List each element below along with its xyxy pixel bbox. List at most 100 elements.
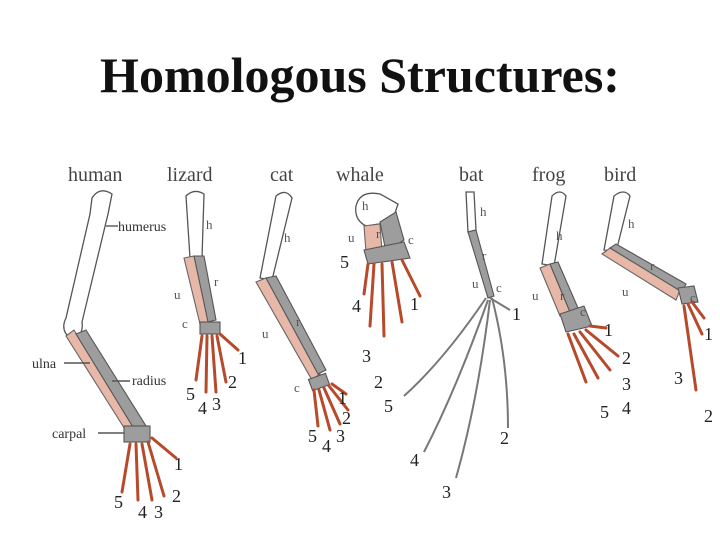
- bat-label-h: h: [480, 204, 487, 219]
- human-digit-3: 3: [154, 502, 163, 522]
- frog-digits-shape: [566, 324, 620, 384]
- slide-title: Homologous Structures:: [100, 47, 620, 103]
- whale-digit-5: 5: [340, 252, 349, 272]
- bat-humerus-shape: [465, 191, 477, 233]
- whale-label-h: h: [362, 198, 369, 213]
- species-frog: frog: [532, 164, 565, 186]
- human-digits-shape: [120, 436, 178, 502]
- frog-digit-5: 5: [600, 402, 609, 422]
- species-human: human: [68, 164, 122, 186]
- bat-label-r: r: [482, 248, 487, 263]
- frog-label-u: u: [532, 288, 539, 303]
- lizard-carpal-shape: [199, 321, 221, 335]
- bird-digit-1: 1: [704, 324, 713, 344]
- cat-limb: h r u c 1 2 3 4 5: [255, 191, 351, 456]
- bat-digit-2: 2: [500, 428, 509, 448]
- lizard-digit-3: 3: [212, 394, 221, 414]
- frog-label-r: r: [560, 288, 565, 303]
- bird-label-h: h: [628, 216, 635, 231]
- lizard-digits-shape: [194, 332, 240, 394]
- lizard-label-u: u: [174, 287, 181, 302]
- human-digit-5: 5: [114, 492, 123, 512]
- bird-humerus-shape: [603, 191, 631, 253]
- bird-label-r: r: [650, 258, 655, 273]
- bird-radius-shape: [608, 243, 687, 293]
- whale-digit-4: 4: [352, 296, 361, 316]
- label-radius: radius: [132, 374, 166, 389]
- lizard-digit-1: 1: [238, 348, 247, 368]
- label-humerus: humerus: [118, 220, 166, 235]
- whale-digit-2: 2: [374, 372, 383, 392]
- human-limb: humerus ulna radius carpal 1 2 3 4 5: [32, 190, 183, 522]
- cat-label-u: u: [262, 326, 269, 341]
- species-lizard: lizard: [167, 164, 213, 186]
- bat-digit-4: 4: [410, 450, 419, 470]
- frog-label-h: h: [556, 228, 563, 243]
- cat-humerus-shape: [259, 191, 293, 281]
- species-bat: bat: [459, 164, 484, 186]
- whale-digit-1: 1: [410, 294, 419, 314]
- label-ulna: ulna: [32, 357, 57, 372]
- bird-digits-shape: [682, 300, 706, 392]
- whale-carpal-shape: [363, 241, 411, 265]
- species-cat: cat: [270, 164, 294, 186]
- frog-humerus-shape: [541, 191, 567, 267]
- whale-label-u: u: [348, 230, 355, 245]
- frog-digit-3: 3: [622, 374, 631, 394]
- lizard-digit-2: 2: [228, 372, 237, 392]
- bat-digit-5-bone: [403, 297, 487, 397]
- frog-label-c: c: [580, 304, 586, 319]
- human-digit-1: 1: [174, 454, 183, 474]
- cat-label-r: r: [296, 314, 301, 329]
- bird-digit-3: 3: [674, 368, 683, 388]
- bat-label-u: u: [472, 276, 479, 291]
- bat-digit-1: 1: [512, 304, 521, 324]
- lizard-label-c: c: [182, 316, 188, 331]
- cat-digit-5: 5: [308, 426, 317, 446]
- bat-label-c: c: [496, 280, 502, 295]
- human-digit-2: 2: [172, 486, 181, 506]
- cat-digits-shape: [312, 382, 350, 432]
- cat-digit-2: 2: [342, 408, 351, 428]
- frog-limb: h r u c 1 2 3 4 5: [532, 191, 631, 422]
- frog-digit-1: 1: [604, 320, 613, 340]
- bird-label-c: c: [690, 290, 696, 305]
- bird-limb: h r u c 1 2 3: [601, 191, 713, 426]
- cat-digit-3: 3: [336, 426, 345, 446]
- bird-label-u: u: [622, 284, 629, 299]
- species-whale: whale: [336, 164, 384, 186]
- bat-digit-2-bone: [491, 297, 509, 429]
- lizard-humerus-shape: [185, 190, 205, 259]
- whale-radius-shape: [379, 211, 405, 253]
- human-digit-4: 4: [138, 502, 147, 522]
- cat-digit-1: 1: [338, 388, 347, 408]
- cat-ulna-shape: [255, 277, 321, 381]
- whale-label-r: r: [376, 226, 381, 241]
- cat-label-h: h: [284, 230, 291, 245]
- lizard-digit-4: 4: [198, 398, 207, 418]
- whale-digit-3: 3: [362, 346, 371, 366]
- bird-digit-2: 2: [704, 406, 713, 426]
- cat-label-c: c: [294, 380, 300, 395]
- bat-radius-shape: [467, 229, 495, 299]
- bat-digit-3: 3: [442, 482, 451, 502]
- frog-digit-2: 2: [622, 348, 631, 368]
- cat-digit-4: 4: [322, 436, 331, 456]
- human-carpal-shape: [123, 425, 151, 443]
- bat-digit-4-bone: [423, 299, 489, 453]
- human-humerus-shape: [63, 190, 113, 339]
- whale-label-c: c: [408, 232, 414, 247]
- lizard-digit-5: 5: [186, 384, 195, 404]
- lizard-radius-shape: [193, 255, 217, 323]
- frog-digit-4: 4: [622, 398, 631, 418]
- bat-digit-5: 5: [384, 396, 393, 416]
- bat-limb: h r u c 1 2 3 4 5: [384, 191, 521, 502]
- lizard-limb: h r u c 1 2 3 4 5: [174, 190, 247, 418]
- cat-carpal-shape: [307, 372, 331, 392]
- cat-radius-shape: [265, 275, 327, 375]
- lizard-label-r: r: [214, 274, 219, 289]
- species-bird: bird: [604, 164, 636, 186]
- bird-carpal-shape: [677, 285, 699, 305]
